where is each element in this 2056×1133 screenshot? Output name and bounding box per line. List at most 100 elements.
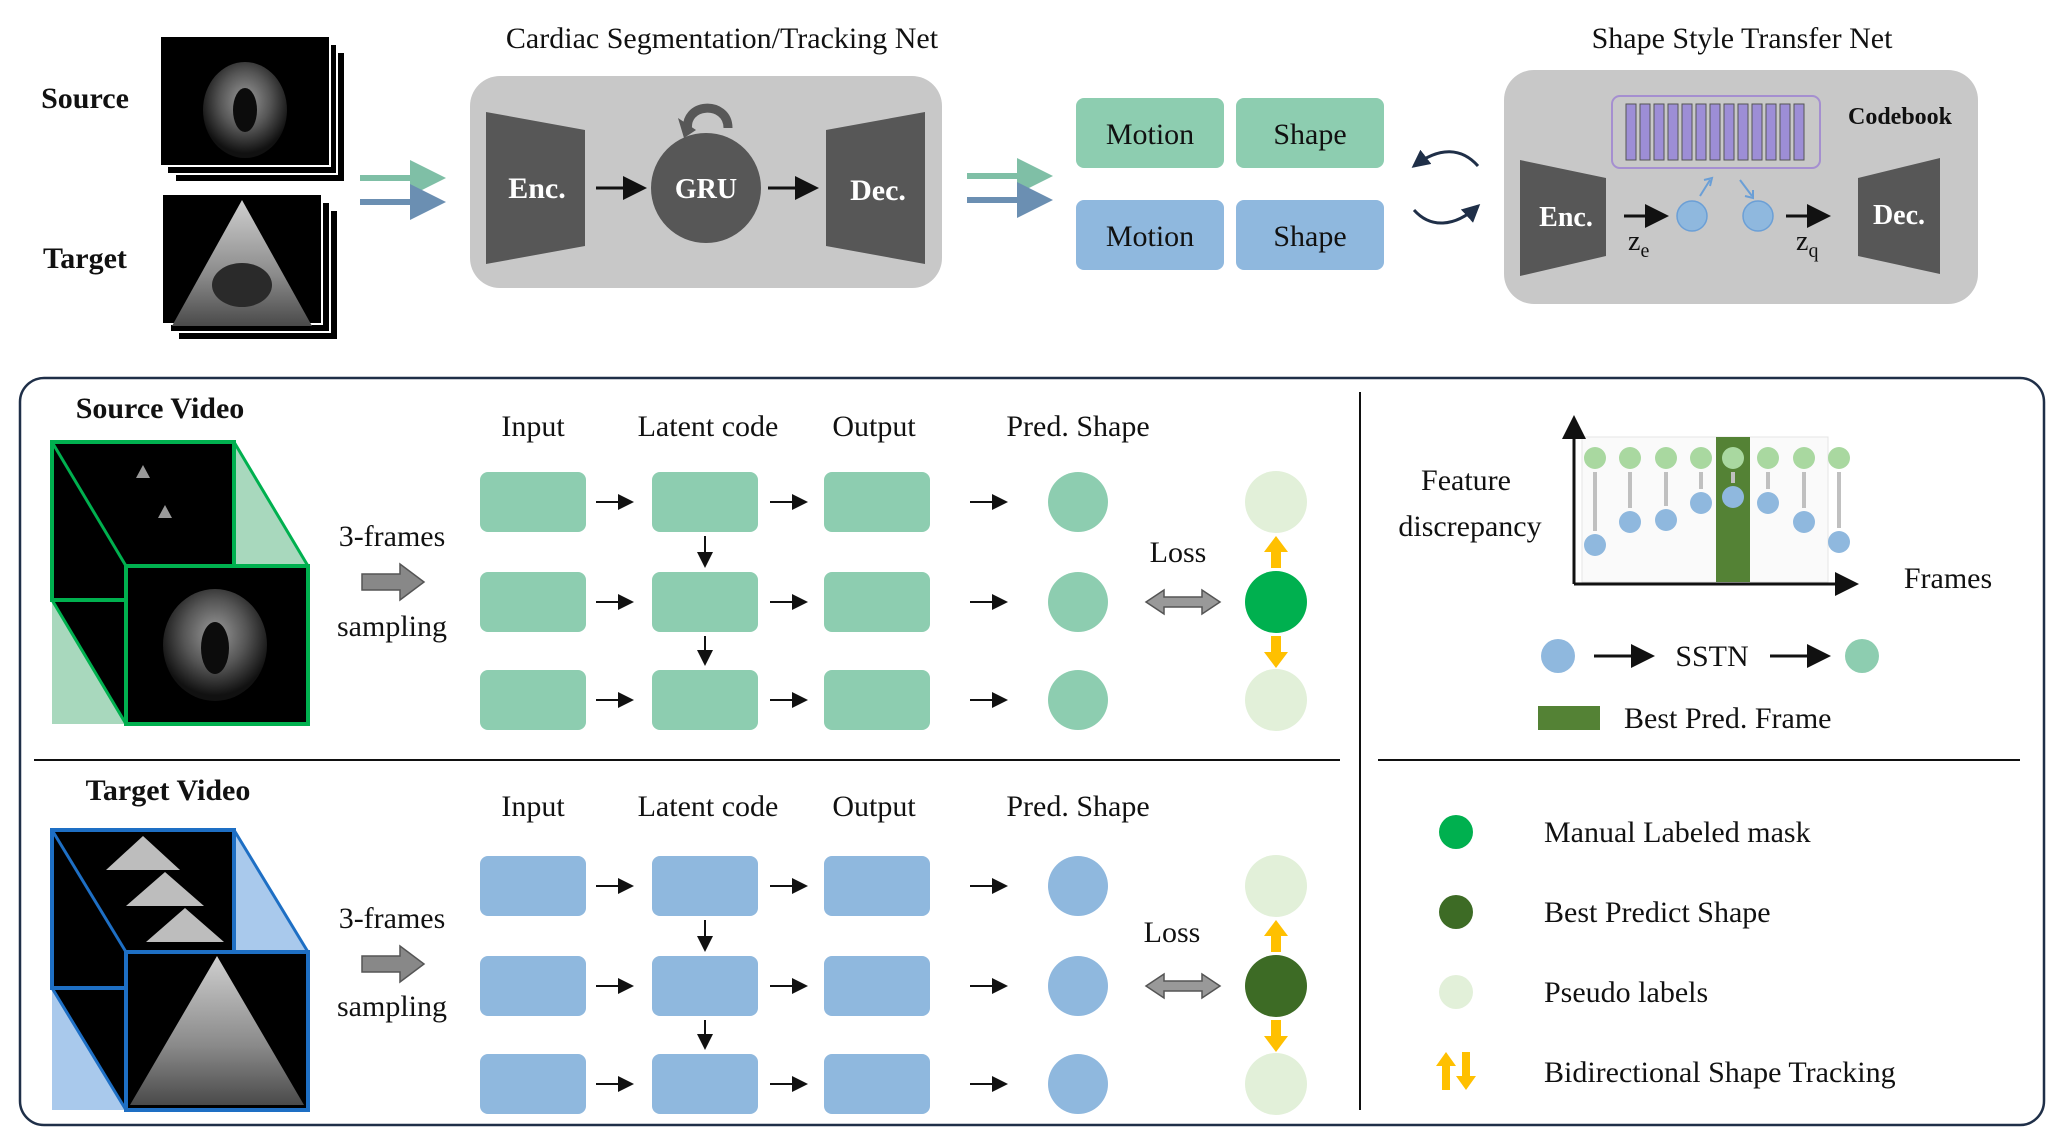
predicted-shape-dot bbox=[1793, 447, 1815, 469]
target-pipeline: 3-frames sampling Input Latent code Outp… bbox=[337, 790, 1200, 1023]
sstn-enc-block bbox=[1520, 160, 1606, 276]
codebook-vector bbox=[1793, 103, 1805, 161]
target-motion-box bbox=[1076, 200, 1224, 270]
target-input-box bbox=[480, 1054, 586, 1114]
codebook-vector bbox=[1779, 103, 1791, 161]
target-sampling-bottom: sampling bbox=[337, 990, 447, 1023]
source-input-box bbox=[480, 572, 586, 632]
target-pred-shape bbox=[1048, 956, 1108, 1016]
codebook-vector bbox=[1625, 103, 1637, 161]
frame-feature-dot bbox=[1828, 531, 1850, 553]
target-col-output: Output bbox=[832, 790, 916, 823]
best-frame-label: Best Pred. Frame bbox=[1624, 702, 1831, 735]
codebook-vector bbox=[1695, 103, 1707, 161]
source-pipeline: 3-frames sampling Input Latent code Outp… bbox=[337, 410, 1206, 643]
bidirectional-arrows-icon bbox=[1436, 1052, 1476, 1090]
target-latent-box bbox=[652, 856, 758, 916]
frame-feature-dot bbox=[1793, 511, 1815, 533]
lookup-up-arrow bbox=[1699, 176, 1714, 197]
source-sampling-bottom: sampling bbox=[337, 610, 447, 643]
source-track-up-arrow bbox=[1264, 536, 1288, 568]
ze-symbol: ze bbox=[1628, 226, 1649, 262]
feature-discrepancy-chart: Feature discrepancy Frames SSTN Best Pre… bbox=[1398, 415, 1992, 735]
frame-feature-dot bbox=[1584, 534, 1606, 556]
target-output-box bbox=[824, 1054, 930, 1114]
feature-ylabel-1: Feature bbox=[1421, 464, 1511, 497]
codebook-vector bbox=[1737, 103, 1749, 161]
sstn-input-dot bbox=[1541, 639, 1575, 673]
source-input-box bbox=[480, 670, 586, 730]
source-shape-label: Shape bbox=[1273, 118, 1346, 151]
source-pseudo-label bbox=[1245, 669, 1307, 731]
source-video-title: Source Video bbox=[76, 392, 245, 425]
source-track-down-arrow bbox=[1264, 636, 1288, 668]
predicted-shape-dot bbox=[1619, 447, 1641, 469]
best-frame-legend-swatch bbox=[1538, 706, 1600, 730]
target-pred-shape bbox=[1048, 856, 1108, 916]
source-label: Source bbox=[41, 82, 129, 115]
frame-feature-dot bbox=[1722, 486, 1744, 508]
ze-node bbox=[1676, 200, 1708, 232]
lookup-down-arrow bbox=[1739, 179, 1754, 200]
target-shape-label: Shape bbox=[1273, 220, 1346, 253]
codebook-vector bbox=[1681, 103, 1693, 161]
codebook-vector bbox=[1709, 103, 1721, 161]
target-latent-box bbox=[652, 1054, 758, 1114]
source-sampling-top: 3-frames bbox=[339, 520, 446, 553]
source-labeled-shape bbox=[1245, 571, 1307, 633]
codebook-vector bbox=[1765, 103, 1777, 161]
frame-feature-dot bbox=[1619, 511, 1641, 533]
source-video-cube bbox=[50, 440, 310, 726]
source-latent-box bbox=[652, 670, 758, 730]
source-grid bbox=[480, 471, 1307, 731]
target-col-latent: Latent code bbox=[638, 790, 779, 823]
predicted-shape-dot bbox=[1722, 447, 1744, 469]
frame-feature-dot bbox=[1690, 492, 1712, 514]
target-col-pred: Pred. Shape bbox=[1006, 790, 1149, 823]
codebook-cells bbox=[1625, 103, 1805, 161]
target-loss-arrow bbox=[1144, 972, 1222, 1000]
codebook-frame bbox=[1611, 95, 1821, 169]
source-col-latent: Latent code bbox=[638, 410, 779, 443]
target-input-box bbox=[480, 956, 586, 1016]
target-video-cube bbox=[50, 828, 310, 1112]
seg-dec-label: Dec. bbox=[850, 174, 906, 207]
source-latent-box bbox=[652, 572, 758, 632]
source-pred-shape bbox=[1048, 572, 1108, 632]
source-col-pred: Pred. Shape bbox=[1006, 410, 1149, 443]
target-sampling-top: 3-frames bbox=[339, 902, 446, 935]
source-output-box bbox=[824, 572, 930, 632]
codebook-vector bbox=[1667, 103, 1679, 161]
source-loss-arrow bbox=[1144, 588, 1222, 616]
source-image-stack bbox=[159, 35, 346, 183]
target-label: Target bbox=[43, 242, 127, 275]
sstn-label: SSTN bbox=[1675, 640, 1748, 673]
target-shape-box bbox=[1236, 200, 1384, 270]
frame-feature-dot bbox=[1655, 509, 1677, 531]
target-input-box bbox=[480, 856, 586, 916]
source-motion-label: Motion bbox=[1106, 118, 1194, 151]
frame-feature-dot bbox=[1757, 492, 1779, 514]
legend: Manual Labeled mask Best Predict Shape P… bbox=[1436, 815, 1896, 1090]
legend-bidirectional-label: Bidirectional Shape Tracking bbox=[1544, 1056, 1896, 1089]
target-image-stack bbox=[161, 193, 339, 341]
gru-node bbox=[651, 133, 761, 243]
target-col-input: Input bbox=[501, 790, 565, 823]
source-output-box bbox=[824, 670, 930, 730]
zq-node bbox=[1742, 200, 1774, 232]
target-output-box bbox=[824, 956, 930, 1016]
target-video-title: Target Video bbox=[86, 774, 251, 807]
bottom-panel bbox=[18, 376, 2046, 1127]
codebook-vector bbox=[1751, 103, 1763, 161]
legend-pseudo-dot bbox=[1439, 975, 1473, 1009]
target-latent-box bbox=[652, 956, 758, 1016]
target-track-down-arrow bbox=[1264, 1020, 1288, 1052]
source-output-box bbox=[824, 472, 930, 532]
gru-label: GRU bbox=[675, 174, 737, 205]
feature-xlabel: Frames bbox=[1904, 562, 1992, 595]
feature-ylabel-2: discrepancy bbox=[1398, 510, 1541, 543]
predicted-shape-dot bbox=[1690, 447, 1712, 469]
source-sampling-arrow bbox=[361, 562, 426, 602]
codebook-vector bbox=[1639, 103, 1651, 161]
